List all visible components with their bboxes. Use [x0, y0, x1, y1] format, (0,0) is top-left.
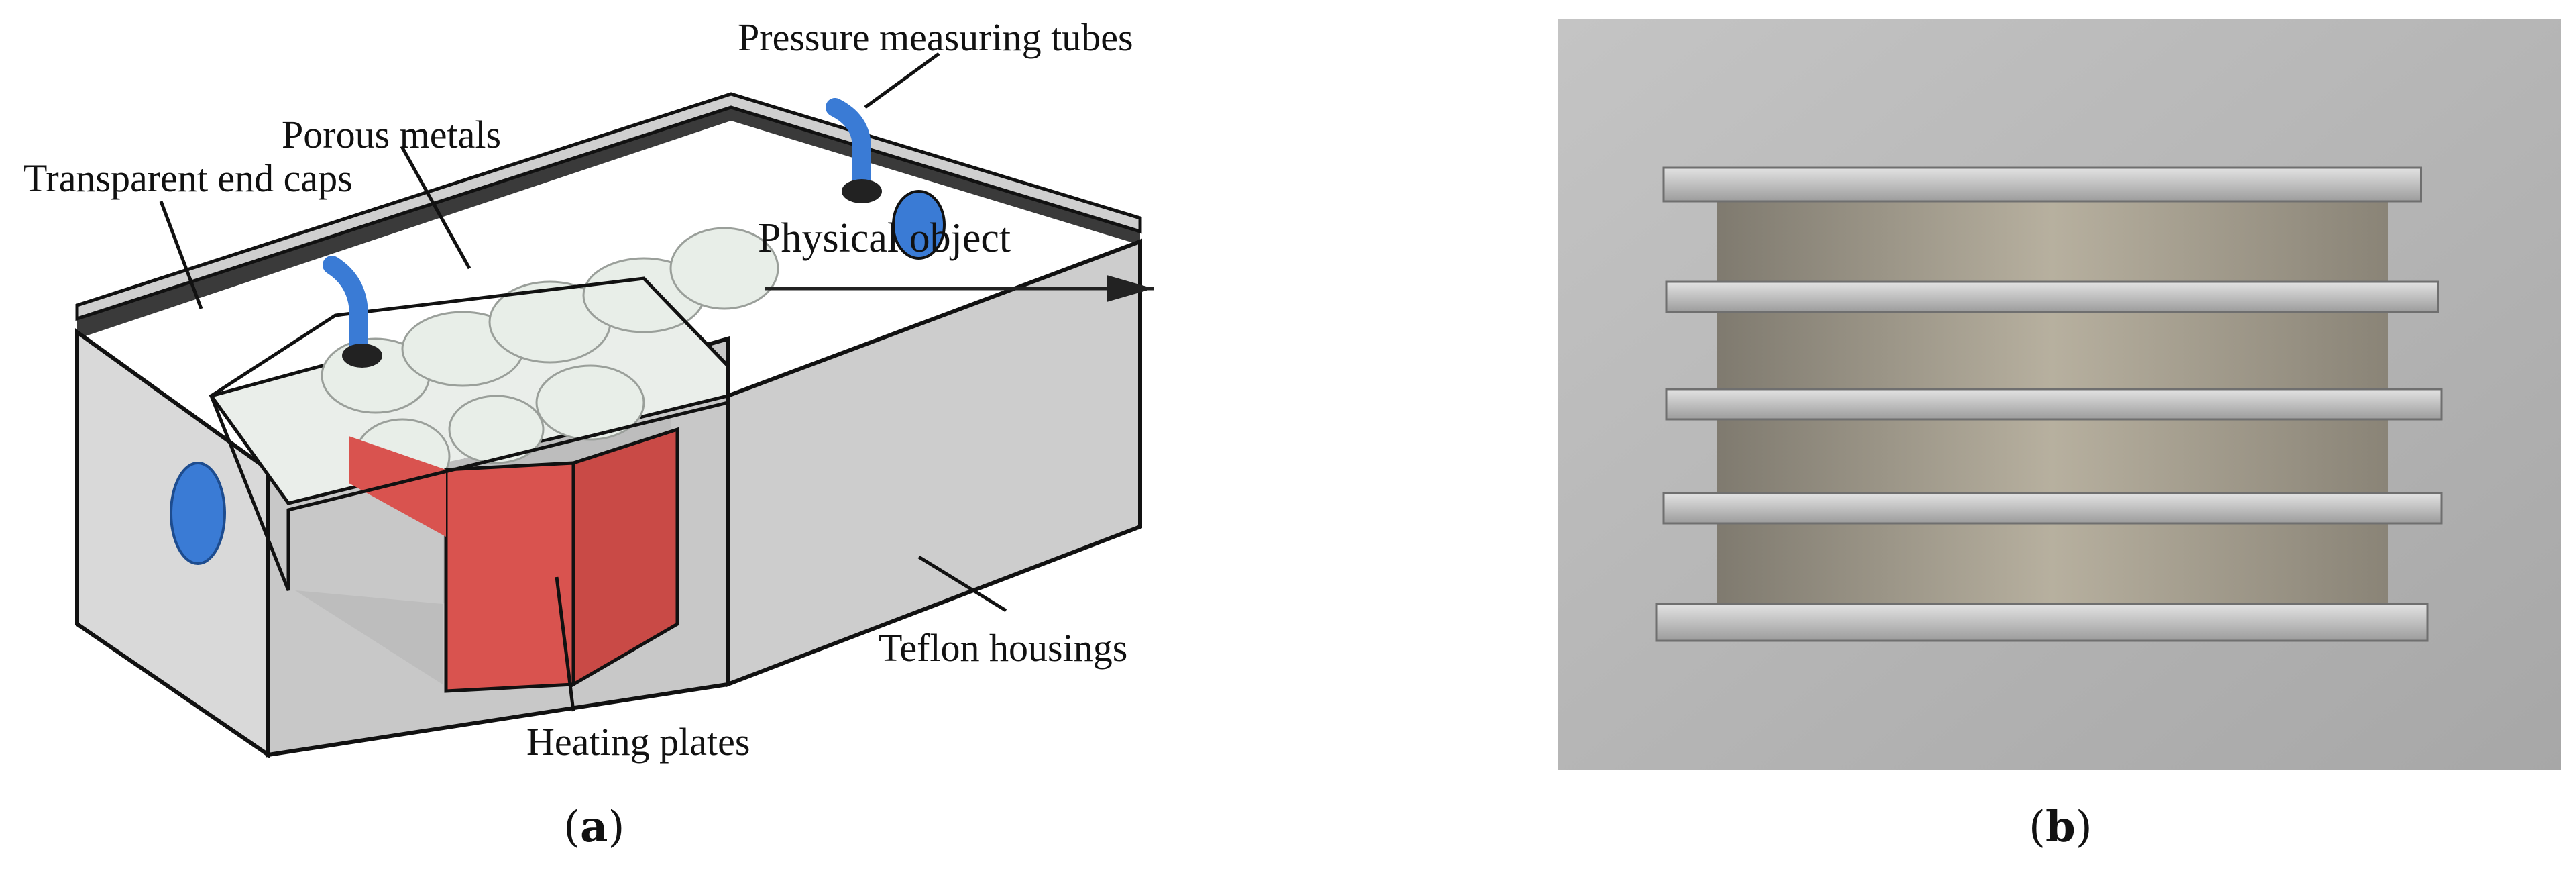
housing-schematic: Pressure measuring tubes Porous metals T…: [23, 15, 1154, 764]
porous-sample-photo: [1558, 19, 2561, 770]
caption-b-letter: b: [2045, 802, 2076, 852]
top-cap: [75, 92, 1142, 321]
label-heating: Heating plates: [526, 720, 750, 764]
tube-fitting-left: [342, 344, 382, 368]
pressure-tube-left: [323, 256, 368, 358]
fin-5: [1655, 603, 2429, 642]
panel-a-diagram: Pressure measuring tubes Porous metals T…: [0, 0, 1207, 882]
left-port: [170, 462, 226, 565]
heating-plate-front: [444, 461, 575, 693]
caption-a-letter: a: [579, 802, 608, 852]
caption-b: (b): [2029, 802, 2092, 852]
arrow-head: [1107, 275, 1154, 302]
label-pressure-tubes: Pressure measuring tubes: [738, 15, 1133, 59]
fin-3: [1665, 388, 2443, 421]
caption-a: (a): [563, 802, 625, 852]
label-end-caps: Transparent end caps: [23, 156, 353, 200]
heating-plate-left: [349, 436, 446, 537]
fin-4: [1662, 492, 2443, 525]
heating-plate-side: [571, 427, 679, 688]
inner-frame: [209, 276, 730, 591]
label-teflon: Teflon housings: [879, 626, 1127, 670]
right-wall: [726, 238, 1142, 688]
label-porous-metals: Porous metals: [282, 113, 501, 156]
panel-b-photo: (b): [1543, 0, 2576, 882]
fin-2: [1665, 280, 2439, 313]
fin-1: [1662, 166, 2422, 203]
sample-fins: [1655, 166, 2443, 642]
leader-lines: [159, 52, 1007, 712]
right-port: [892, 190, 946, 260]
pressure-tube-right: [826, 98, 871, 191]
label-physical-object: Physical object: [758, 215, 1011, 261]
end-cap-band: [77, 94, 1140, 339]
porous-metal-blobs: [321, 227, 779, 494]
tube-fitting-right: [842, 179, 882, 203]
